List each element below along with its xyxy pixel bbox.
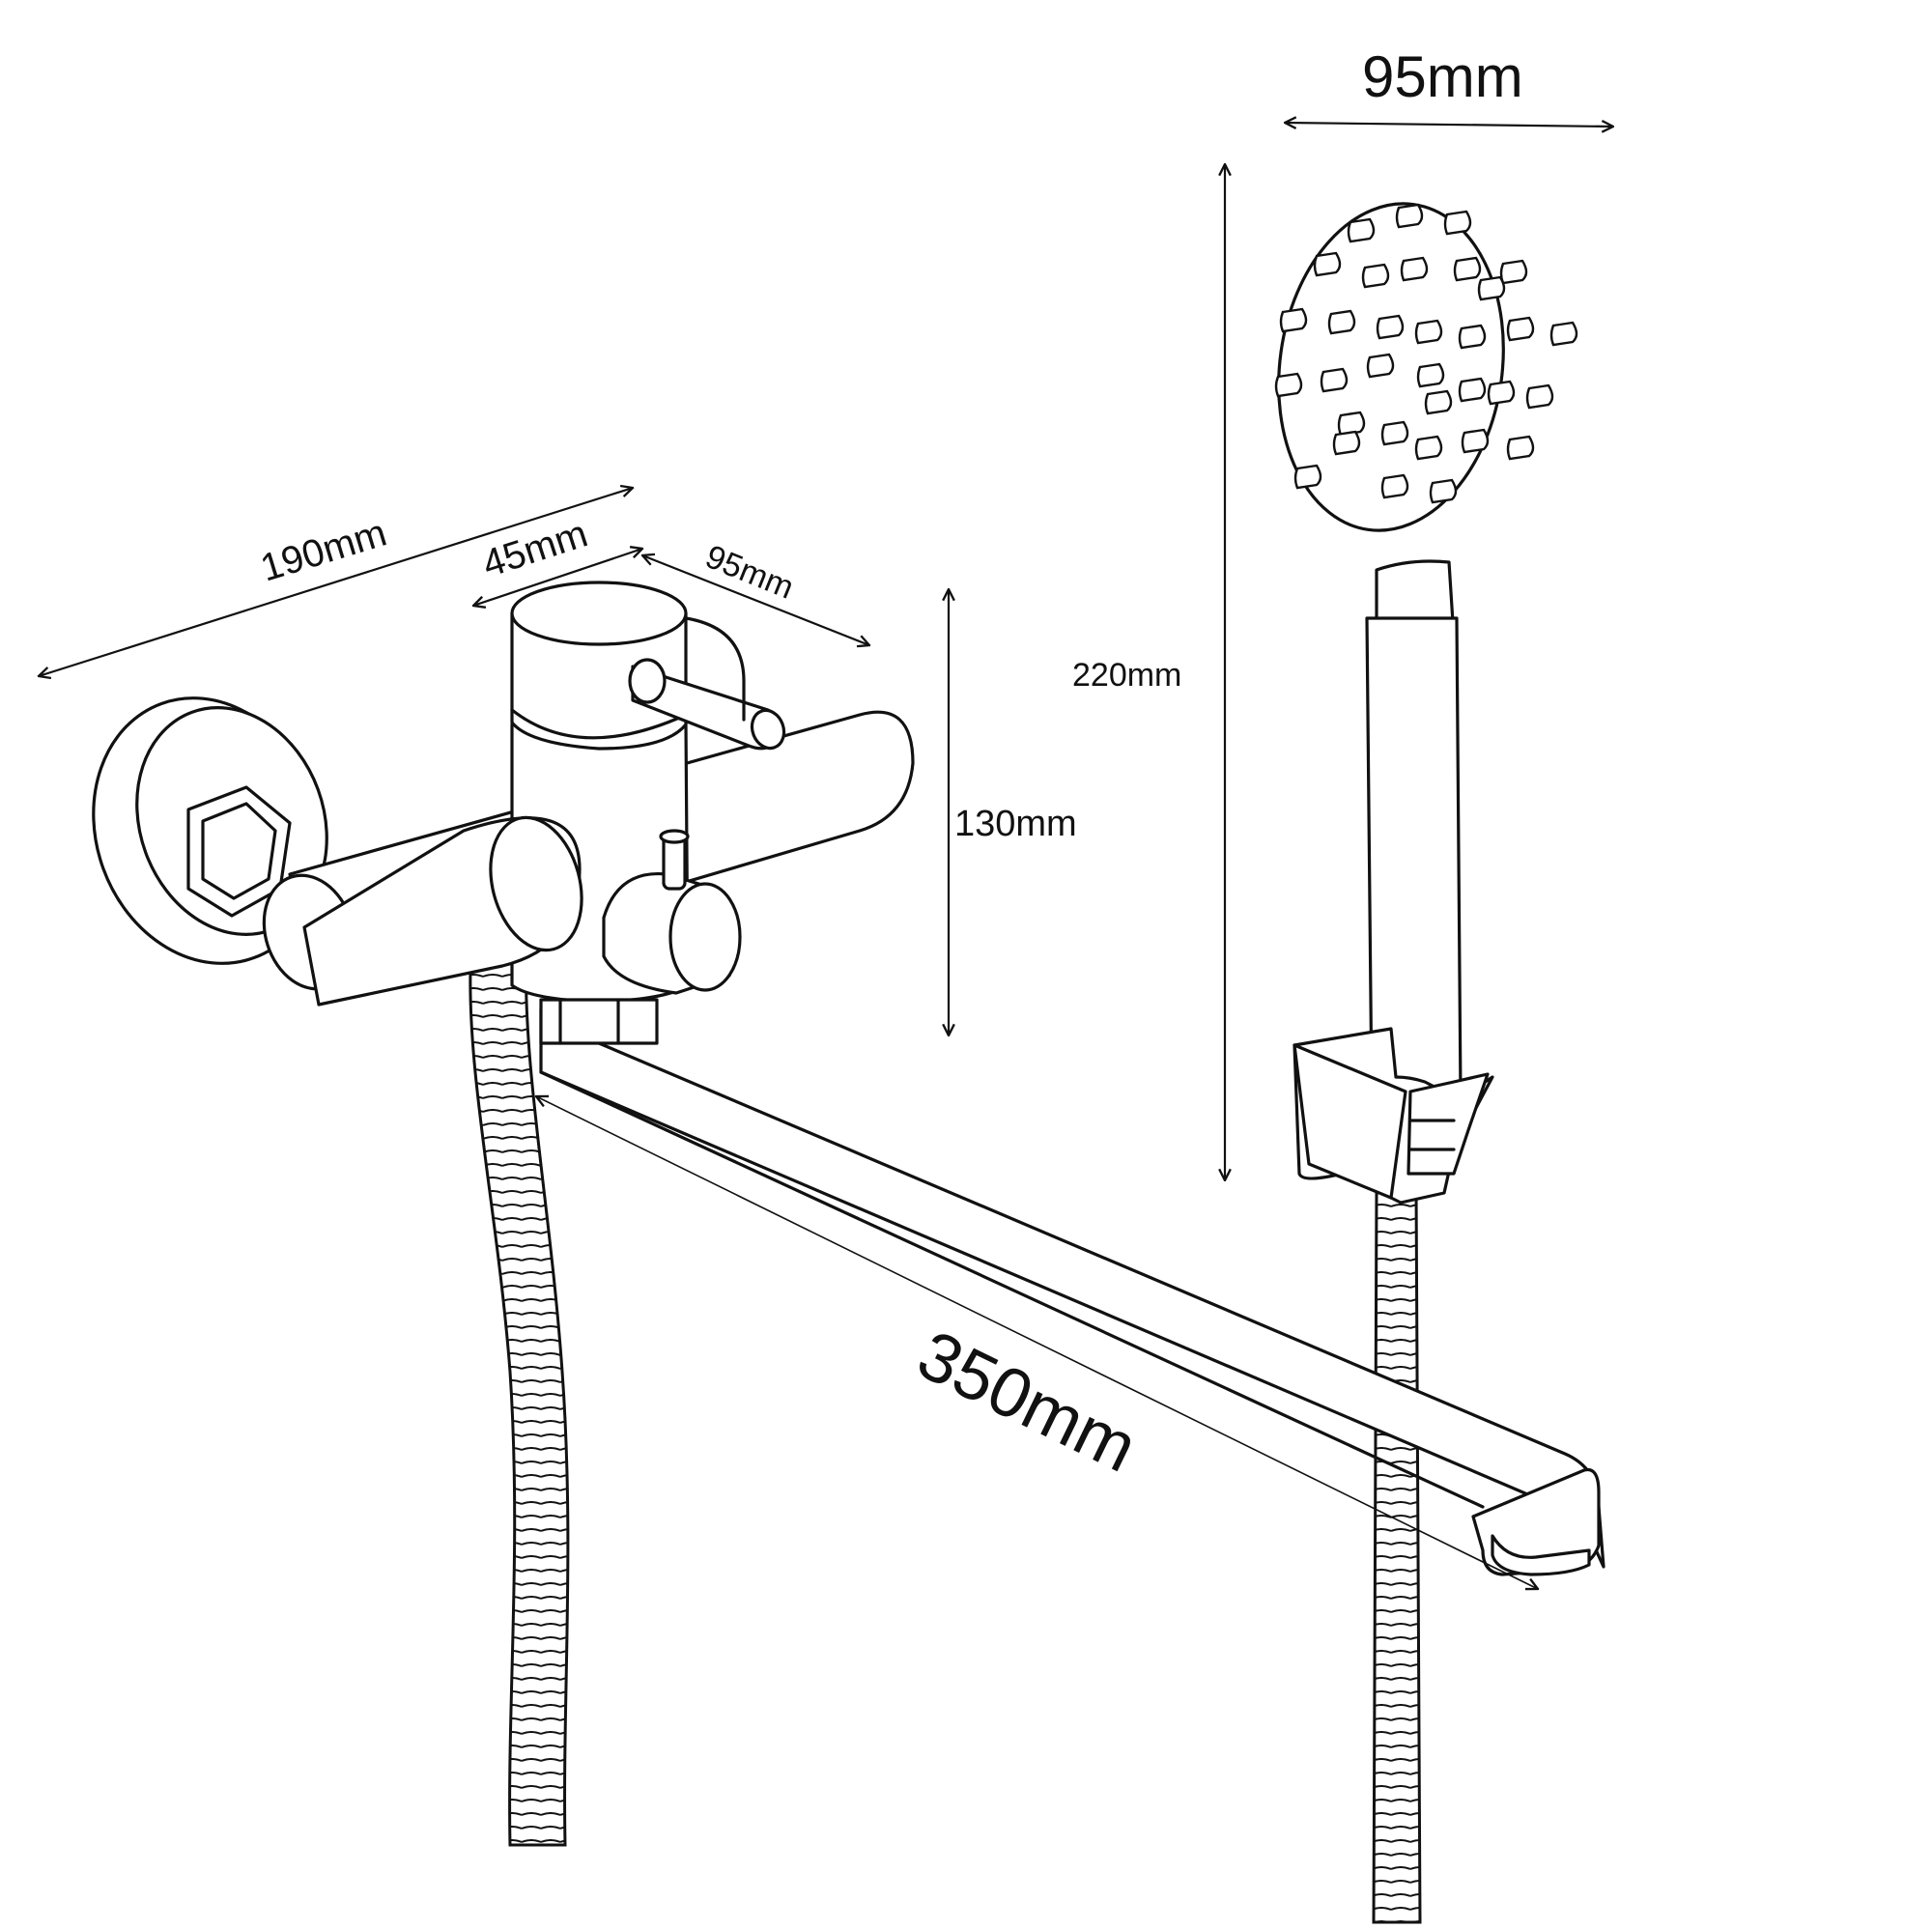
nozzle <box>1414 435 1443 461</box>
nozzle <box>1414 319 1443 345</box>
nozzle <box>1458 377 1487 403</box>
nozzle <box>1337 411 1366 437</box>
nozzle <box>1274 372 1303 398</box>
nozzle <box>1424 389 1453 415</box>
dimension-lines <box>39 123 1613 1589</box>
nozzle <box>1499 259 1528 285</box>
nozzle <box>1453 256 1482 282</box>
shower-holder <box>1293 1027 1494 1205</box>
nozzle <box>1395 203 1424 229</box>
nozzle <box>1366 353 1395 379</box>
nozzle <box>1416 362 1445 388</box>
nozzle <box>1380 420 1409 446</box>
nozzle <box>1293 464 1322 490</box>
nozzle <box>1332 430 1361 456</box>
faucet-body <box>92 581 915 1045</box>
right-shower-hose <box>1372 1186 1422 1924</box>
faucet-length-label: 190mm <box>256 512 391 590</box>
nozzle <box>1443 210 1472 236</box>
nozzle <box>1347 217 1376 243</box>
nozzle <box>1327 309 1356 335</box>
nozzle <box>1380 473 1409 499</box>
nozzle <box>1458 324 1487 350</box>
nozzle <box>1320 367 1349 393</box>
nozzle <box>1525 383 1554 410</box>
nozzle <box>1376 314 1405 340</box>
nozzle <box>1506 435 1535 461</box>
faucet-height-label: 130mm <box>954 804 1077 844</box>
nozzle <box>1361 263 1390 289</box>
nozzle <box>1400 256 1429 282</box>
body-diameter-label: 45mm <box>477 512 592 585</box>
nozzle <box>1549 321 1578 347</box>
nozzle <box>1477 275 1506 301</box>
nozzle <box>1313 251 1342 277</box>
left-shower-hose <box>469 945 570 1847</box>
nozzle <box>1506 316 1535 342</box>
nozzle <box>1429 478 1458 504</box>
shower-head-width-label: 95mm <box>1362 44 1523 109</box>
shower-height-label: 220mm <box>1072 657 1181 694</box>
spout-length-label: 350mm <box>906 1316 1149 1487</box>
nozzle <box>1279 307 1308 333</box>
shower-head-nozzles <box>1274 203 1578 504</box>
nozzle <box>1487 380 1516 406</box>
nozzle <box>1461 428 1490 454</box>
handle-length-label: 95mm <box>700 538 799 607</box>
